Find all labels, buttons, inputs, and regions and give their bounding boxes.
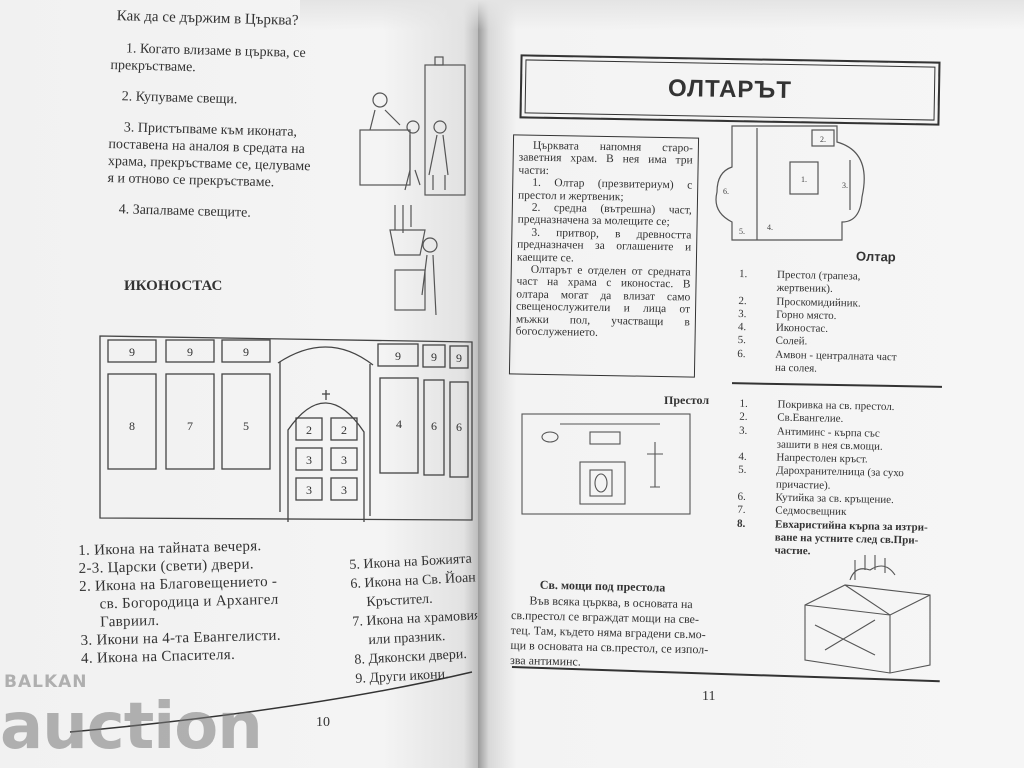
paragraph: 3. притвор, в древността предназначен за… [516,226,692,265]
label: 3 [341,483,347,497]
label: 5 [243,419,249,433]
worshippers-illustration [359,56,466,316]
label: 6. [723,187,729,196]
relics-section: Св. мощи под престола Във всяка църква, … [510,576,710,672]
altar-candlestick-illustration [804,555,931,674]
label: 1. [801,175,807,184]
watermark-logo: BALKAN [4,672,88,692]
label: 7 [187,419,193,433]
altar-plan-diagram: 1. 2. 3. 4. 5. 6. [715,125,865,241]
iconostasis-title: ИКОНОСТАС [124,278,223,294]
label: 8 [129,419,135,433]
plan-caption: Олтар [855,248,896,265]
paragraph: 2. средна (вътрешна) част, предназначена… [517,201,692,229]
label: 9 [431,350,437,364]
label: 3 [306,483,312,497]
label: 6 [431,419,437,433]
label: 2. [820,135,826,144]
iconostasis-diagram: 9 9 9 9 9 9 8 7 5 2 2 3 3 3 3 4 6 6 [99,335,473,522]
altar-table-diagram [521,413,691,515]
iconostasis-legend-left: 1. Икона на тайната вечеря. 2-3. Царски … [78,537,282,668]
label: 2 [306,423,312,437]
label: 4 [396,417,402,431]
footer-rule [69,671,473,733]
paragraph: 1. Олтар (презвитериум) с престол и жерт… [517,176,693,203]
page-number: 10 [316,715,330,730]
page-number: 11 [702,689,716,704]
label: 9 [243,345,249,359]
altar-caption: Престол [664,393,710,407]
label: 2 [341,423,347,437]
church-behaviour-section: Как да се държим в Църква? 1. Когато вли… [107,8,315,223]
paragraph: Олтарът е отделен от средната част на хр… [515,263,691,339]
label: 9 [395,349,401,363]
intro-box: Църквата напомня старо-заветния храм. В … [508,134,700,378]
left-page [0,0,478,768]
label: 4. [767,223,773,232]
label: 9 [129,345,135,359]
iconostasis-legend-right: 5. Икона на Божията Майка 6. Икона на Св… [349,549,481,688]
label: 9 [456,351,462,365]
watermark-logo: auction [0,690,263,764]
step: 2. Купуваме свещи. [121,89,238,108]
label: 3 [306,453,312,467]
label: 5. [739,227,745,236]
page-title: ОЛТАРЪТ [667,74,793,105]
plan-legend: 1.Престол (трапеза, жертвеник). 2.Проско… [737,268,897,375]
label: 6 [456,420,462,434]
altar-legend: 1.Покривка на св. престол. 2.Св.Евангели… [736,397,928,558]
label: 9 [187,345,193,359]
paragraph: Църквата напомня старо-заветния храм. В … [518,139,693,177]
title-box: ОЛТАРЪТ [519,54,941,126]
label: 3. [842,181,848,190]
label: 3 [341,453,347,467]
page-shadow [300,0,1024,30]
